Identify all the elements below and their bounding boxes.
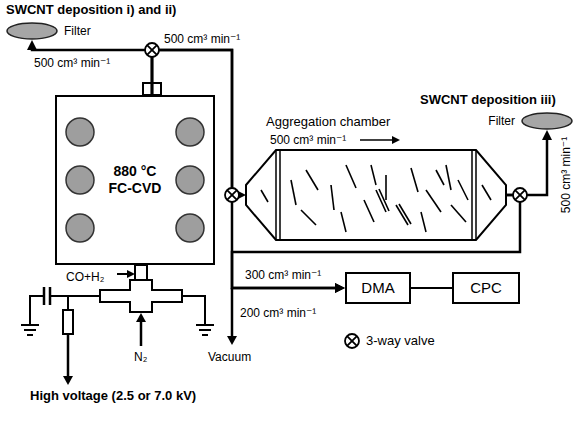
valve-cross: [347, 336, 357, 346]
nanotube-bundle: [426, 190, 441, 212]
wire: [50, 295, 68, 297]
nanotube-bundle: [371, 165, 376, 185]
arrowhead: [127, 270, 135, 278]
arrowhead: [392, 136, 400, 144]
ground-symbol: [196, 325, 214, 335]
furnace-heater: [176, 166, 204, 194]
nanotube-bundle: [482, 185, 491, 200]
chamber-flange: [276, 150, 476, 240]
legend-valve-symbol: [345, 334, 359, 348]
arrowhead: [227, 336, 237, 345]
nanotube-bundle: [341, 212, 346, 232]
reactor-box: 880 °C FC-CVD: [55, 95, 215, 265]
furnace-heater: [66, 214, 94, 242]
nanotube-bundle: [451, 205, 466, 222]
valve-cross: [147, 45, 157, 55]
nanotube-bundle: [301, 210, 316, 225]
chamber-title: Aggregation chamber: [266, 114, 390, 129]
nanotube-bundle: [436, 170, 444, 185]
nanotube-bundle: [306, 170, 318, 190]
nanotube-bundle: [291, 180, 296, 205]
furnace-heater: [66, 118, 94, 146]
filter-paper: Filter: [6, 22, 91, 40]
valve-cross: [515, 190, 525, 200]
three-way-valve: [145, 43, 159, 57]
flow-rate: 300 cm³ min⁻¹: [245, 268, 321, 282]
nanotube-bundle: [379, 189, 389, 211]
arrowhead: [63, 376, 73, 385]
wire: [182, 296, 205, 325]
gas-name: N₂: [134, 350, 147, 364]
node-label: DMA: [361, 279, 394, 297]
counter-box: CPC: [452, 272, 520, 304]
arrowhead: [136, 313, 146, 322]
analyzer-box: DMA: [345, 272, 411, 304]
section-heading: SWCNT deposition i) and ii): [6, 2, 176, 17]
nanotube-bundle: [399, 204, 411, 224]
gas-name: CO+H₂: [66, 270, 104, 284]
nanotube-bundle: [458, 180, 468, 200]
chamber-outline: [246, 150, 506, 240]
flow-rate: 500 cm³ min⁻¹: [34, 56, 110, 70]
vacuum-line: [231, 288, 234, 337]
node-label: Filter: [64, 24, 91, 38]
chamber-body: [246, 150, 506, 240]
flow-arrow: [360, 139, 393, 141]
nanotube-bundle: [261, 190, 268, 202]
flow-rate: 200 cm³ min⁻¹: [240, 306, 316, 320]
resistor-symbol: [63, 310, 73, 334]
aggregation-chamber: Aggregation chamber: [246, 150, 506, 240]
nanotube-bundle: [385, 175, 387, 200]
flow-rate: 500 cm³ min⁻¹: [270, 133, 346, 147]
section-heading: SWCNT deposition iii): [420, 92, 556, 107]
filter-ellipse: [522, 113, 572, 129]
node-label: CPC: [470, 279, 502, 297]
filter-paper: Filter: [488, 112, 573, 130]
flow-connector: [506, 138, 547, 195]
voltage-note: High voltage (2.5 or 7.0 kV): [30, 388, 196, 403]
nanotube-bundle: [421, 212, 426, 232]
electrode-cross: [100, 280, 182, 312]
filter-shape: [6, 22, 58, 40]
node-label: Filter: [488, 114, 515, 128]
furnace-heater: [66, 166, 94, 194]
ground-symbol: [21, 325, 39, 335]
flow-rate: 500 cm³ min⁻¹: [559, 137, 573, 213]
flow-connector: [32, 48, 152, 95]
flow-rate: 500 cm³ min⁻¹: [164, 32, 240, 46]
flow-connector: [152, 50, 238, 195]
node-label: 880 °C FC-CVD: [100, 163, 170, 197]
gas-inlet-arrow: [117, 273, 128, 275]
three-way-valve: [513, 188, 527, 202]
reactor-inlet: [135, 265, 147, 280]
valve-cross: [227, 190, 237, 200]
nitrogen-inlet-arrow: [140, 321, 143, 346]
three-way-valve: [225, 188, 239, 202]
wire: [68, 296, 100, 310]
nanotube-bundle: [346, 165, 356, 188]
furnace-heater: [176, 118, 204, 146]
filter-shape: [521, 112, 573, 130]
capacitor-symbol: [49, 287, 52, 305]
furnace-heater: [176, 214, 204, 242]
exhaust-name: Vacuum: [208, 350, 251, 364]
nanotube-bundle: [446, 165, 451, 190]
nanotube-bundle: [411, 168, 418, 192]
nanotube-bundle: [364, 200, 374, 222]
flow-connector: [411, 287, 452, 289]
high-voltage-arrow: [67, 334, 70, 377]
nanotube-bundle: [331, 185, 334, 210]
legend-text: 3-way valve: [366, 333, 435, 348]
wire: [30, 296, 44, 325]
filter-ellipse: [7, 23, 57, 39]
